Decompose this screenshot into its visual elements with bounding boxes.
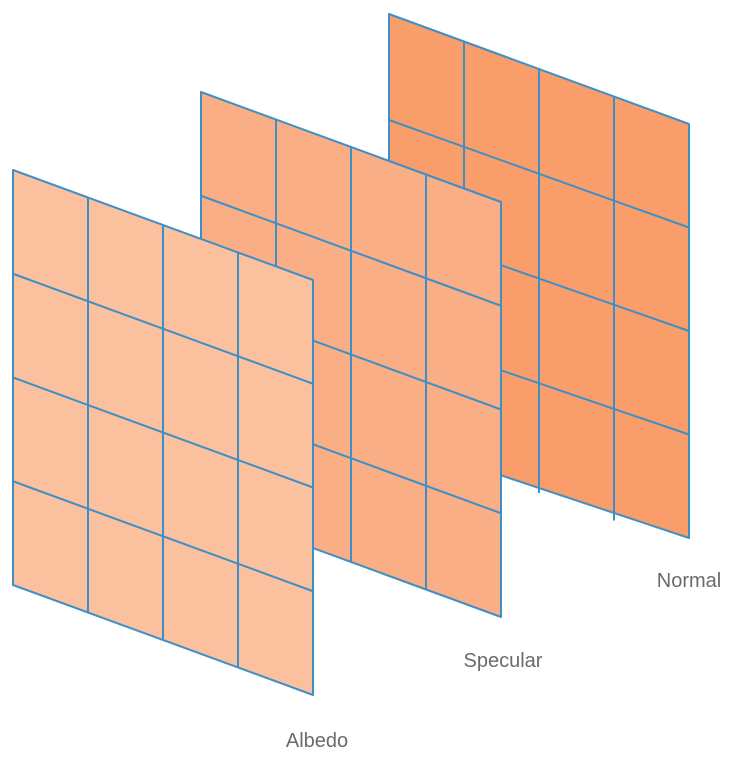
layer-specular-row-divider [200, 194, 502, 307]
layer-albedo: Albedo [12, 169, 348, 752]
layer-specular-label: Specular [464, 650, 543, 672]
layer-normal-label: Normal [657, 570, 721, 592]
layer-normal-row-divider [388, 119, 690, 229]
layer-albedo-row-divider [12, 480, 314, 593]
layer-albedo-grid [12, 197, 314, 668]
layer-albedo-row-divider [12, 376, 314, 489]
layer-albedo-label: Albedo [286, 730, 348, 752]
layer-albedo-row-divider [12, 272, 314, 385]
